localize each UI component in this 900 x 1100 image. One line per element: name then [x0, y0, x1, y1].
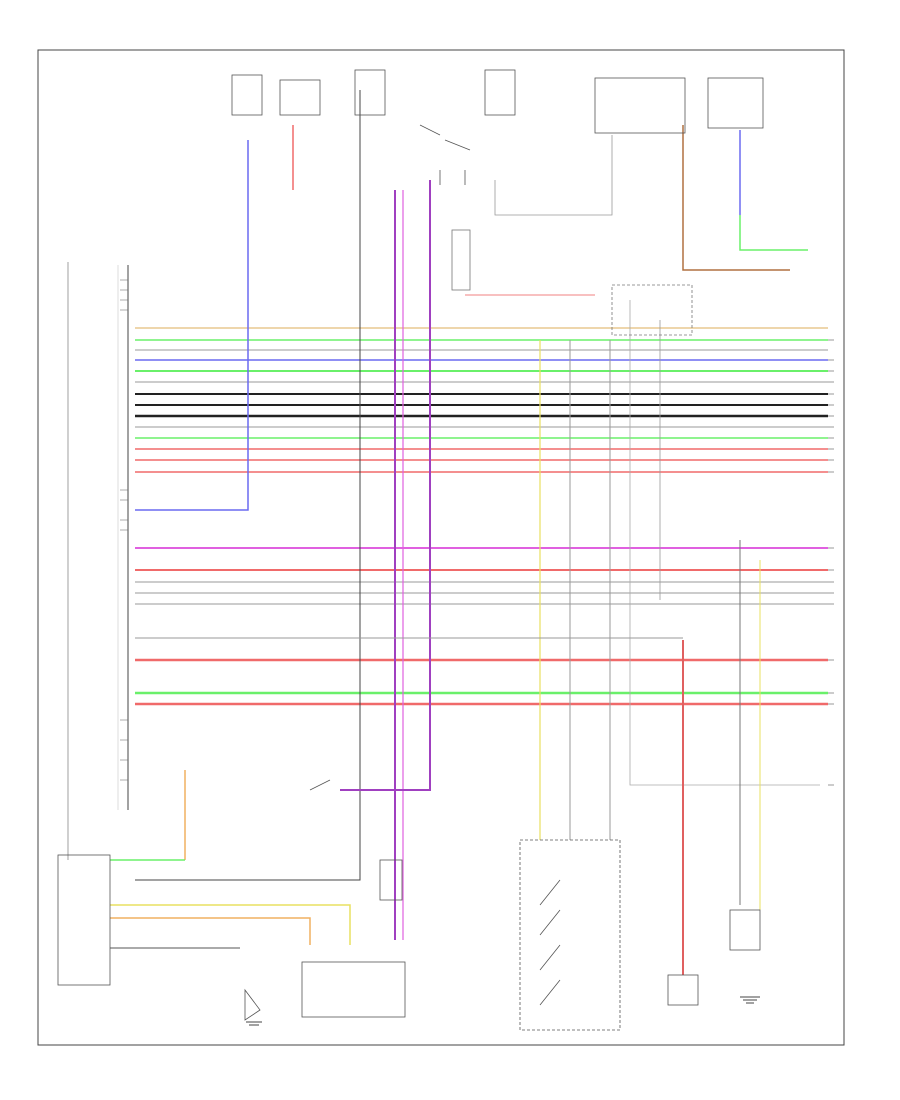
right-terminal-ticks	[828, 339, 834, 786]
sensor-box-far-right	[729, 909, 761, 951]
ecm-connector	[67, 262, 129, 860]
bottom-components	[57, 779, 761, 1031]
wire-yellow-bottom	[110, 904, 351, 945]
relay-box-center	[301, 961, 406, 1018]
trunk-wires	[135, 327, 828, 706]
switch-box-center-right	[519, 839, 621, 1031]
mid-relay-box	[451, 229, 693, 336]
wire-green-right	[739, 215, 808, 251]
wire-black-vertical	[135, 90, 361, 881]
wire-blue-vertical	[135, 140, 249, 511]
ground-symbols	[246, 996, 760, 1026]
wire-gray-top-mid	[494, 135, 613, 216]
wire-orange-bottom	[110, 917, 311, 945]
left-connector-box	[57, 854, 111, 986]
vertical-wires	[110, 90, 820, 975]
wire-violet-3	[340, 180, 431, 791]
wire-gray-vertical-3	[629, 300, 820, 786]
wire-brown-right	[682, 125, 790, 271]
top-fuses	[231, 69, 764, 185]
small-box-mid	[379, 859, 403, 901]
left-pin-stubs	[120, 279, 128, 781]
diagram-frame	[37, 49, 845, 1046]
sensor-box-right	[667, 974, 699, 1006]
